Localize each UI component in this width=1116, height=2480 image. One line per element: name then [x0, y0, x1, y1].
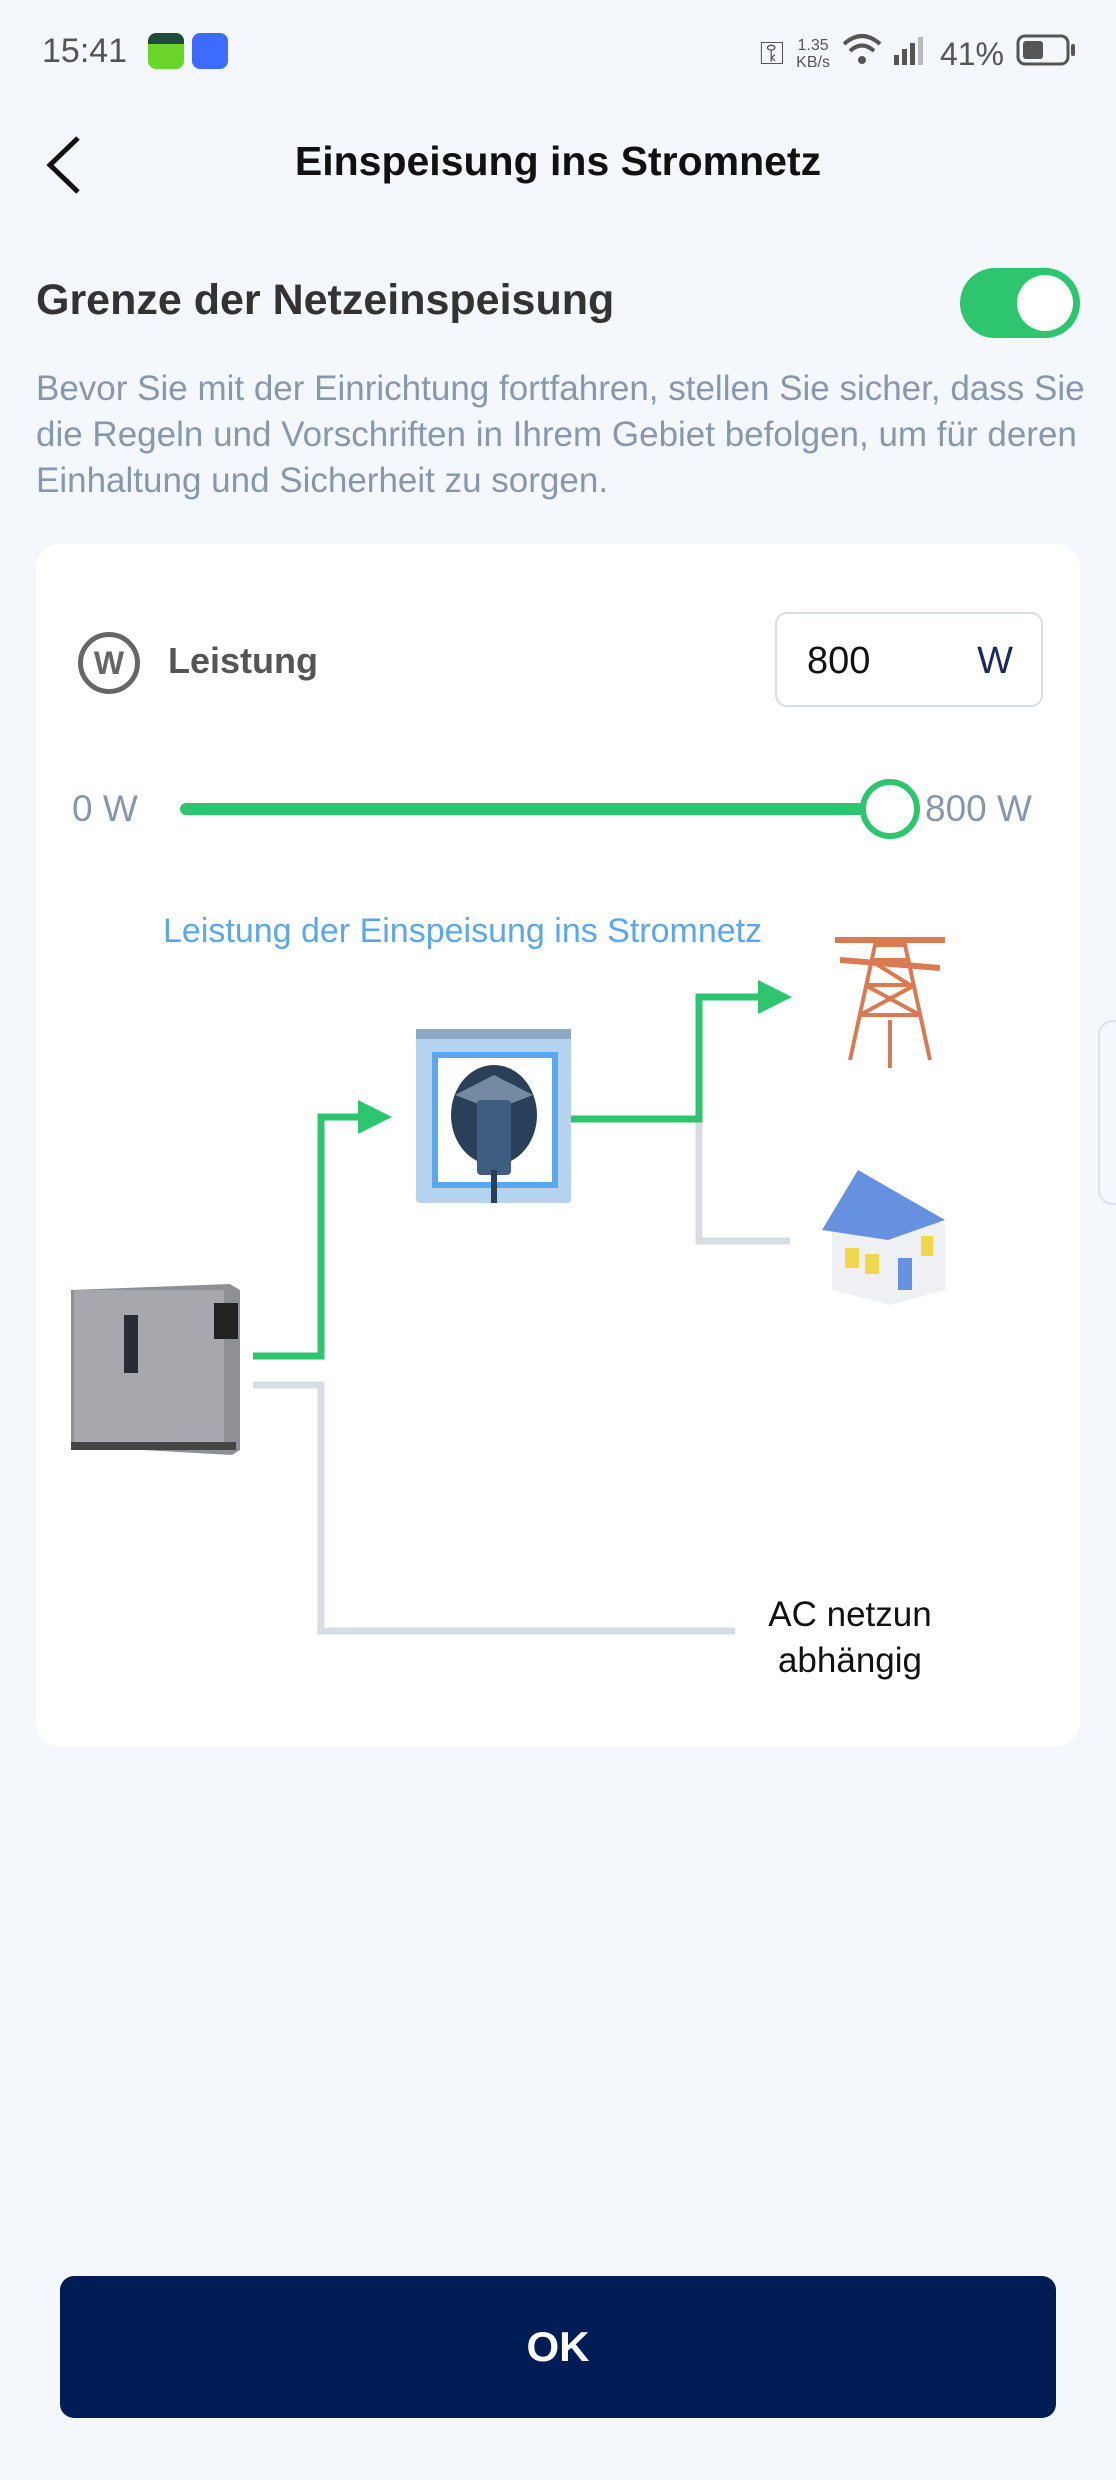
watt-icon: W	[78, 632, 140, 694]
ac-grid-label: AC netzun abhängig	[740, 1592, 960, 1684]
toggle-knob	[1017, 275, 1073, 331]
slider-max-label: 800 W	[925, 788, 1032, 829]
power-input[interactable]: 800 W	[775, 612, 1043, 707]
side-drawer-handle[interactable]	[1098, 1020, 1116, 1205]
grey-connector-lines	[253, 1119, 790, 1635]
battery-icon	[1016, 34, 1076, 74]
status-time: 15:41	[42, 32, 128, 70]
power-tower-icon	[835, 937, 945, 1068]
ok-button[interactable]: OK	[60, 2276, 1056, 2418]
slider-min-label: 0 W	[72, 788, 138, 829]
vpn-key-icon: ⚿	[759, 35, 785, 71]
back-button[interactable]	[40, 130, 90, 200]
battery-percent: 41%	[939, 35, 1004, 72]
battery-device-icon	[71, 1284, 240, 1455]
wifi-icon	[842, 32, 882, 76]
energy-flow-diagram	[71, 937, 945, 1635]
section-title: Grenze der Netzeinspeisung	[36, 276, 615, 324]
house-icon	[822, 1170, 945, 1305]
ac-label-line-1: AC netzun	[768, 1595, 932, 1634]
power-unit: W	[977, 640, 1013, 682]
vpn-app-icon	[192, 33, 228, 69]
power-slider-track[interactable]	[180, 803, 890, 815]
power-value: 800	[807, 640, 871, 682]
arrow-icon	[358, 1100, 392, 1134]
green-flow-lines	[253, 980, 792, 1360]
page-title: Einspeisung ins Stromnetz	[294, 138, 822, 184]
feed-in-limit-toggle[interactable]	[960, 268, 1080, 338]
signal-icon	[893, 35, 928, 73]
chevron-left-icon	[46, 136, 80, 194]
power-label: Leistung	[168, 640, 318, 681]
power-slider-thumb[interactable]	[860, 779, 920, 839]
ac-label-line-2: abhängig	[777, 1641, 923, 1680]
section-description: Bevor Sie mit der Einrichtung fortfahren…	[36, 369, 1085, 500]
diagram-title: Leistung der Einspeisung ins Stromnetz	[163, 912, 763, 950]
wall-socket-icon	[416, 1029, 571, 1203]
security-app-icon	[148, 33, 184, 69]
arrow-icon	[758, 980, 792, 1014]
